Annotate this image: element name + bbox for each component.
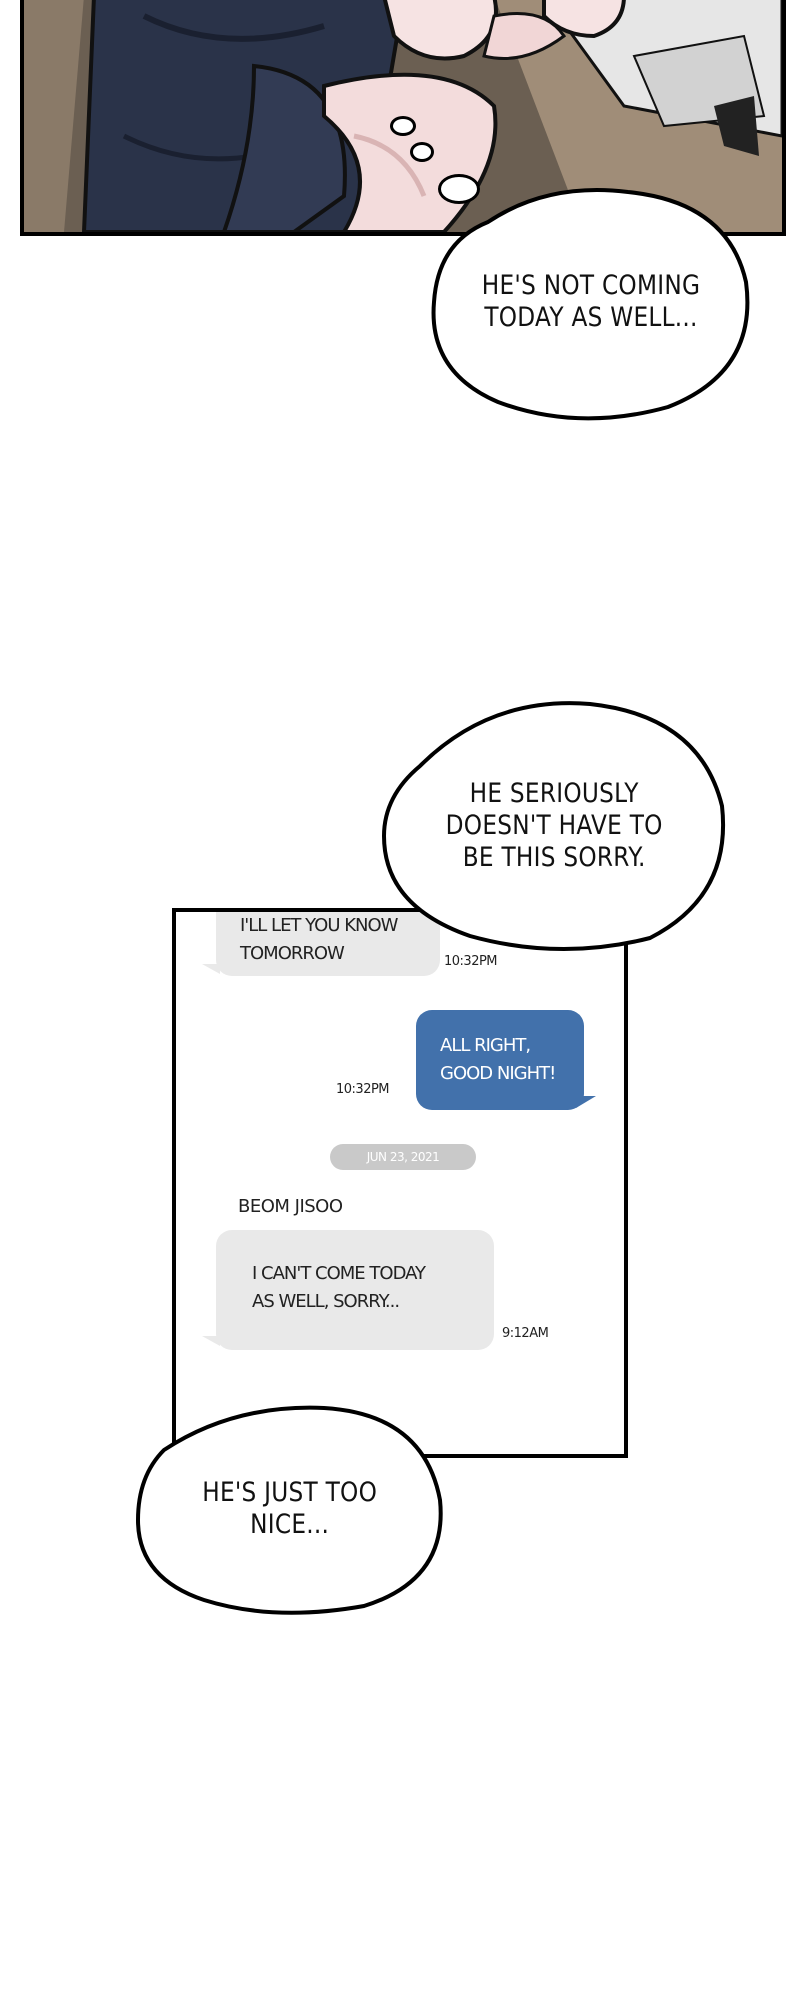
speech-bubble-bottom: HE'S JUST TOO NICE... — [134, 1400, 446, 1618]
message-line: TOMORROW — [240, 943, 345, 964]
message-time: 9:12AM — [502, 1326, 549, 1341]
message-tail-icon — [202, 964, 220, 974]
bubble-line: TODAY AS WELL... — [484, 302, 698, 333]
phone-chat-screen: I'LL LET YOU KNOW TOMORROW 10:32PM ALL R… — [172, 908, 628, 1458]
message-line: I'LL LET YOU KNOW — [240, 915, 398, 936]
bubble-line: HE SERIOUSLY — [469, 778, 639, 809]
bubble-line: DOESN'T HAVE TO — [445, 810, 663, 841]
bubble-bottom-text: HE'S JUST TOO NICE... — [203, 1477, 378, 1541]
message-time: 10:32PM — [444, 954, 498, 969]
bubble-line: NICE... — [250, 1509, 330, 1540]
message-line: GOOD NIGHT! — [440, 1063, 556, 1084]
bubble-outline — [381, 701, 725, 951]
date-separator: JUN 23, 2021 — [330, 1144, 476, 1170]
message-time: 10:32PM — [336, 1082, 390, 1097]
message-line: AS WELL, SORRY... — [252, 1291, 400, 1312]
bubble-middle-text: HE SERIOUSLY DOESN'T HAVE TO BE THIS SOR… — [445, 778, 662, 874]
bubble-outline — [135, 1405, 443, 1615]
thought-dot-icon — [390, 116, 416, 136]
bubble-line: BE THIS SORRY. — [462, 842, 646, 873]
bubble-top-text: HE'S NOT COMING TODAY AS WELL... — [482, 270, 700, 334]
thought-dot-icon — [438, 174, 480, 204]
outgoing-message-bubble: ALL RIGHT, GOOD NIGHT! — [416, 1010, 584, 1110]
sender-name: BEOM JISOO — [238, 1196, 343, 1217]
incoming-message-bubble: I'LL LET YOU KNOW TOMORROW — [216, 912, 440, 976]
message-tail-icon — [202, 1336, 220, 1346]
bubble-outline — [431, 188, 750, 421]
thought-dot-icon — [410, 142, 434, 162]
speech-bubble-top: HE'S NOT COMING TODAY AS WELL... — [390, 116, 754, 422]
bubble-line: HE'S NOT COMING — [481, 270, 701, 301]
bubble-line: HE'S JUST TOO — [202, 1477, 378, 1508]
message-line: I CAN'T COME TODAY — [252, 1263, 426, 1284]
message-line: ALL RIGHT, — [440, 1035, 531, 1056]
speech-bubble-middle: HE SERIOUSLY DOESN'T HAVE TO BE THIS SOR… — [380, 696, 728, 956]
message-tail-icon — [576, 1096, 596, 1108]
incoming-message-bubble: I CAN'T COME TODAY AS WELL, SORRY... — [216, 1230, 494, 1350]
